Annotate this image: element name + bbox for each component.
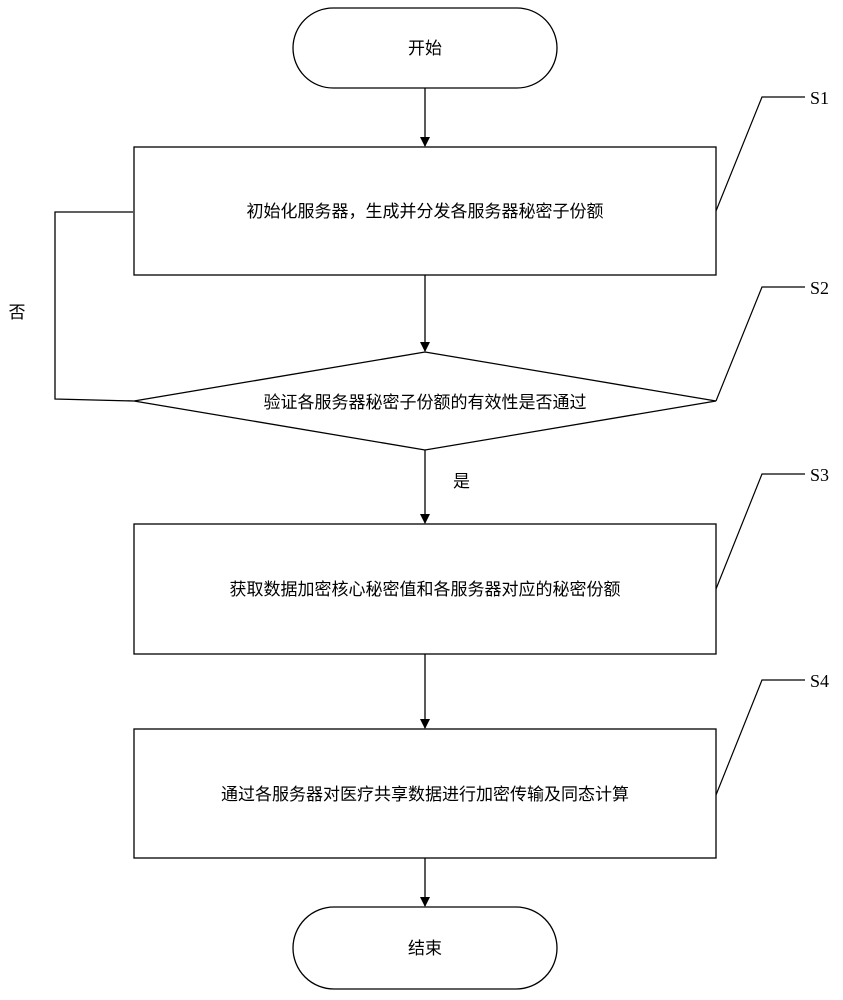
process-box-s1: 初始化服务器，生成并分发各服务器秘密子份额 <box>134 147 716 275</box>
no-branch-loop <box>55 212 134 401</box>
yes-branch-label: 是 <box>453 472 470 492</box>
step-label-s3: S3 <box>810 465 829 485</box>
process-text-s3: 获取数据加密核心秘密值和各服务器对应的秘密份额 <box>230 580 621 600</box>
process-text-s1: 初始化服务器，生成并分发各服务器秘密子份额 <box>247 202 604 222</box>
leader-line-s4 <box>716 680 805 795</box>
step-label-s4: S4 <box>810 671 829 691</box>
step-label-s2: S2 <box>810 278 829 298</box>
leader-line-s2 <box>716 287 805 401</box>
process-box-s3: 获取数据加密核心秘密值和各服务器对应的秘密份额 <box>134 524 716 654</box>
start-node: 开始 <box>293 8 557 88</box>
start-label: 开始 <box>408 39 442 59</box>
process-box-s4: 通过各服务器对医疗共享数据进行加密传输及同态计算 <box>134 729 716 858</box>
end-label: 结束 <box>408 939 442 959</box>
process-text-s4: 通过各服务器对医疗共享数据进行加密传输及同态计算 <box>221 785 629 805</box>
decision-text-s2: 验证各服务器秘密子份额的有效性是否通过 <box>264 393 587 413</box>
end-node: 结束 <box>293 907 557 989</box>
leader-line-s1 <box>716 97 805 211</box>
no-branch-label: 否 <box>9 303 26 323</box>
step-label-s1: S1 <box>810 88 829 108</box>
decision-diamond-s2: 验证各服务器秘密子份额的有效性是否通过 <box>134 352 716 450</box>
leader-line-s3 <box>716 474 805 589</box>
